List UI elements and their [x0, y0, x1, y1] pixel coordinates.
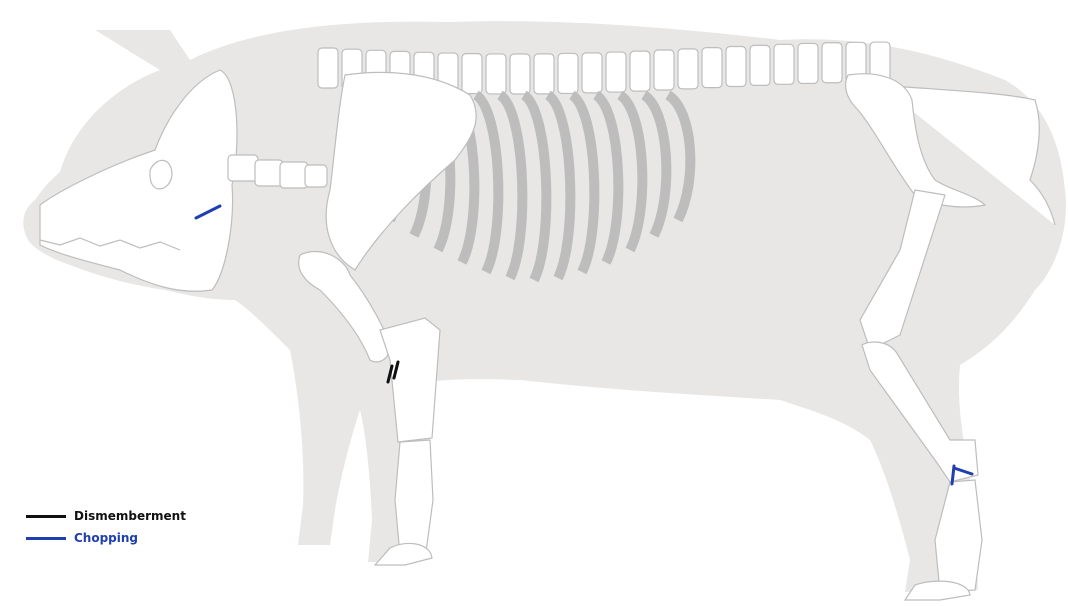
vertebra [606, 52, 626, 92]
vertebra [318, 48, 338, 88]
vertebra [630, 51, 650, 91]
legend-swatch-chopping [26, 537, 66, 540]
legend: Dismemberment Chopping [26, 505, 186, 549]
vertebra [726, 46, 746, 86]
vertebra [750, 45, 770, 85]
vertebra [654, 50, 674, 90]
vertebra [582, 53, 602, 93]
vertebra [678, 49, 698, 89]
skull-eye-orbit [150, 160, 172, 189]
vertebra [510, 54, 530, 94]
legend-label-chopping: Chopping [74, 531, 138, 545]
vertebra [774, 44, 794, 84]
vertebra [534, 54, 554, 94]
vertebra [558, 53, 578, 93]
vertebra [822, 43, 842, 83]
legend-label-dismemberment: Dismemberment [74, 509, 186, 523]
legend-row-dismemberment: Dismemberment [26, 505, 186, 527]
legend-swatch-dismemberment [26, 515, 66, 518]
vertebra [486, 54, 506, 94]
vertebra [702, 48, 722, 88]
front-foot-bones [395, 440, 433, 555]
vertebra [798, 43, 818, 83]
legend-row-chopping: Chopping [26, 527, 186, 549]
vertebra [462, 54, 482, 94]
